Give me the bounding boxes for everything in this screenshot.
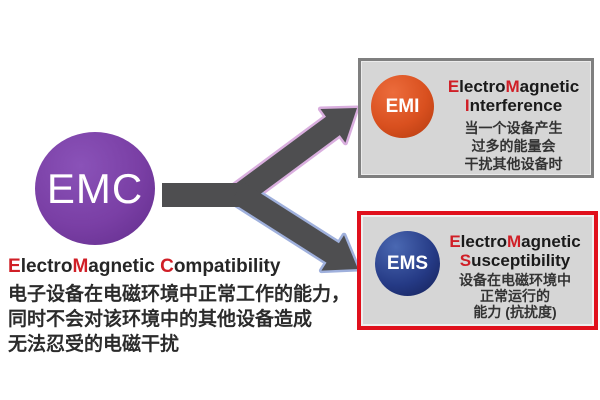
- upper-arrow: [230, 108, 357, 207]
- upper-arrow-glow: [227, 105, 360, 209]
- ems-title-initial-m: M: [506, 232, 522, 251]
- ems-title-initial-s: S: [459, 251, 472, 270]
- emi-title-initial-m: M: [505, 77, 520, 96]
- emc-title-initial-m: M: [72, 256, 89, 277]
- emc-title-initial-c: C: [160, 256, 174, 277]
- emi-description-line: 干扰其他设备时: [464, 156, 563, 172]
- ems-text-block: ElectroMagnetic Susceptibility 设备在电磁环境中 …: [439, 232, 591, 320]
- emi-text-block: ElectroMagnetic Interference 当一个设备产生 过多的…: [439, 77, 588, 173]
- ems-description: 设备在电磁环境中 正常运行的 能力 (抗扰度): [439, 272, 591, 320]
- emc-circle-label: EMC: [46, 164, 144, 212]
- emc-title-part: lectro: [20, 256, 73, 277]
- emi-circle: EMI: [371, 75, 434, 138]
- emi-title-part: lectro: [459, 77, 506, 96]
- arrow-stem: [162, 183, 252, 207]
- emi-title-initial-i: I: [464, 96, 470, 115]
- emi-title-initial-e: E: [447, 77, 460, 96]
- emc-title-initial-e: E: [8, 256, 21, 277]
- emc-circle: EMC: [35, 132, 155, 245]
- ems-title-line1: ElectroMagnetic: [439, 232, 591, 251]
- ems-circle-label: EMS: [386, 252, 429, 274]
- emi-title-part: agnetic: [519, 77, 580, 96]
- emi-title-part: nterference: [469, 96, 563, 115]
- ems-title-part: lectro: [460, 232, 507, 251]
- emi-box: EMI ElectroMagnetic Interference 当一个设备产生…: [358, 58, 594, 178]
- ems-description-line: 设备在电磁环境中: [459, 272, 571, 288]
- ems-title-initial-e: E: [449, 232, 461, 251]
- ems-description-line: 正常运行的: [480, 288, 550, 304]
- emi-circle-label: EMI: [385, 95, 420, 117]
- ems-title-line2: Susceptibility: [439, 251, 591, 270]
- emi-description-line: 过多的能量会: [471, 138, 556, 154]
- emi-description-line: 当一个设备产生: [464, 120, 563, 136]
- emc-description-line: 电子设备在电磁环境中正常工作的能力，: [8, 284, 351, 305]
- emi-description: 当一个设备产生 过多的能量会 干扰其他设备时: [439, 119, 588, 173]
- ems-circle: EMS: [375, 231, 440, 296]
- emc-title-part: agnetic: [88, 256, 161, 277]
- emi-title-line1: ElectroMagnetic: [439, 77, 588, 96]
- ems-title-part: usceptibility: [471, 251, 571, 270]
- emc-description-line: 同时不会对该环境中的其他设备造成: [8, 309, 313, 330]
- emc-description-line: 无法忍受的电磁干扰: [8, 334, 180, 355]
- emc-title: ElectroMagnetic Compatibility: [8, 256, 280, 278]
- ems-box: EMS ElectroMagnetic Susceptibility 设备在电磁…: [357, 211, 598, 330]
- emc-description: 电子设备在电磁环境中正常工作的能力， 同时不会对该环境中的其他设备造成 无法忍受…: [8, 282, 350, 357]
- ems-description-line: 能力 (抗扰度): [473, 304, 557, 320]
- ems-title-part: agnetic: [521, 232, 581, 251]
- emc-title-part: ompatibility: [173, 256, 281, 277]
- emi-title-line2: Interference: [439, 96, 588, 115]
